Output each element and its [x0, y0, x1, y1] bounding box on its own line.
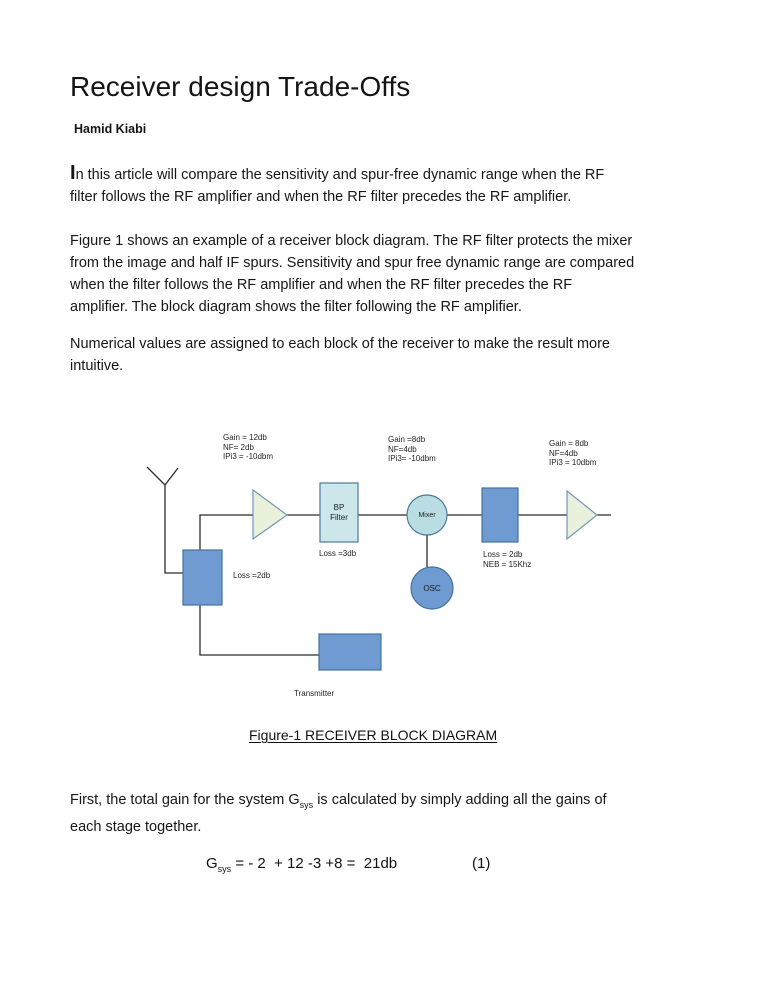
- paragraph-line: Numerical values are assigned to each bl…: [70, 336, 610, 352]
- paragraph-line: from the image and half IF spurs. Sensit…: [70, 255, 635, 271]
- antenna-icon: [146, 466, 183, 574]
- paragraph-line: amplifier. The block diagram shows the f…: [70, 299, 522, 315]
- transmitter-block: [318, 633, 382, 671]
- paragraph-line: filter follows the RF amplifier and when…: [70, 189, 572, 205]
- bp-filter-block: [319, 482, 359, 543]
- gsys-subscript: sys: [299, 799, 314, 810]
- paragraph-line: intuitive.: [70, 358, 124, 374]
- dropcap-letter: I: [70, 162, 76, 184]
- rf-amp-gain-label: Gain = 12db NF= 2db IPi3 = -10dbm: [223, 433, 274, 461]
- paragraph-numerical: Numerical values are assigned to each bl…: [70, 333, 610, 377]
- equation-number: (1): [472, 855, 491, 872]
- if-amplifier-triangle: [566, 489, 598, 541]
- osc-block-text: OSC: [423, 583, 441, 593]
- mixer-circle: [406, 494, 448, 536]
- signal-wire: [199, 514, 253, 550]
- paragraph-intro: In this article will compare the sensiti…: [70, 162, 604, 208]
- duplexer-loss-label: Loss =2db: [233, 571, 271, 580]
- page-title: Receiver design Trade-Offs: [70, 71, 411, 102]
- if-amp-gain-label: Gain = 8db NF=4db IPi3 = 10dbm: [549, 439, 597, 467]
- author-name: Hamid Kiabi: [74, 122, 147, 136]
- figure-caption: Figure-1 RECEIVER BLOCK DIAGRAM: [249, 727, 498, 743]
- if-filter-loss-label: Loss = 2db NEB = 15Khz: [483, 550, 532, 569]
- paragraph-line: each stage together.: [70, 818, 202, 835]
- bp-filter-loss-label: Loss =3db: [319, 549, 357, 558]
- duplexer-block: [182, 549, 223, 606]
- bp-filter-block-text: BP Filter: [330, 503, 348, 522]
- mixer-gain-label: Gain =8db NF=4db IPi3= -10dbm: [388, 435, 436, 463]
- paragraph-line: In this article will compare the sensiti…: [70, 162, 605, 184]
- paragraph-line: First, the total gain for the system Gsy…: [70, 792, 607, 810]
- gsys-subscript: sys: [217, 864, 232, 874]
- rf-amplifier-triangle: [252, 488, 289, 541]
- paragraph-figure-desc: Figure 1 shows an example of a receiver …: [70, 230, 634, 318]
- paragraph-line: Figure 1 shows an example of a receiver …: [70, 233, 633, 249]
- paragraph-line: when the filter follows the RF amplifier…: [70, 277, 573, 293]
- paragraph-gain-calc: First, the total gain for the system Gsy…: [70, 789, 607, 838]
- if-filter-block: [481, 487, 519, 543]
- mixer-block-text: Mixer: [418, 511, 436, 519]
- osc-circle: [410, 566, 454, 610]
- gain-equation: Gsys = - 2 + 12 -3 +8 = 21db: [206, 855, 398, 874]
- transmitter-wire: [199, 605, 319, 656]
- transmitter-label: Transmitter: [294, 689, 335, 698]
